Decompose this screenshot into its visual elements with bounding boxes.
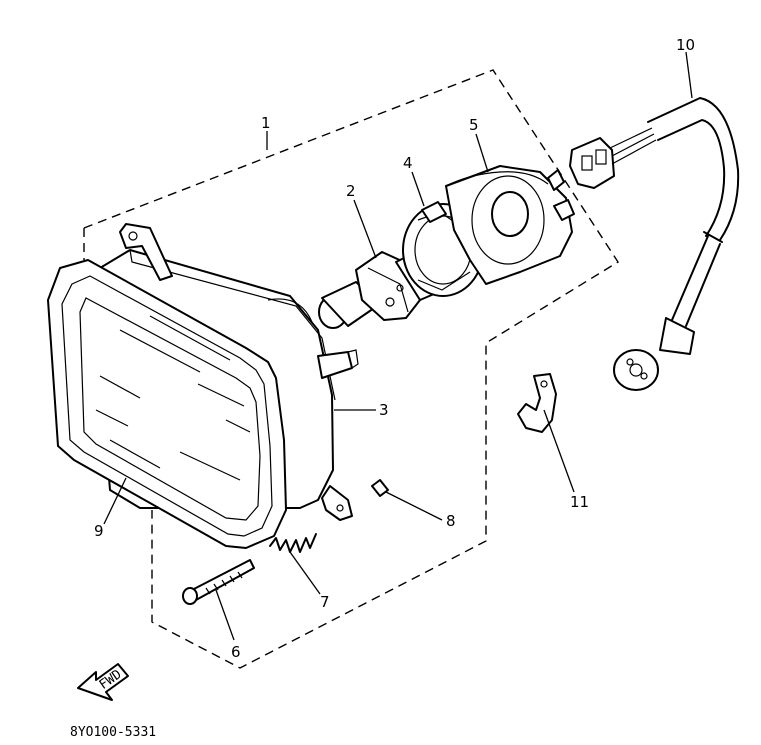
callout-4: 4 — [403, 154, 413, 172]
cable-clamp — [517, 373, 557, 433]
leader-8 — [385, 491, 443, 521]
callout-3: 3 — [379, 401, 389, 419]
leader-6 — [215, 589, 235, 641]
callout-7: 7 — [320, 593, 330, 611]
leader-2 — [353, 199, 377, 259]
wire-harness — [569, 97, 740, 391]
spring — [269, 533, 317, 553]
leader-7 — [289, 551, 321, 595]
leader-10 — [685, 51, 693, 99]
callout-6: 6 — [231, 643, 241, 661]
leader-9 — [103, 477, 127, 525]
callout-1: 1 — [261, 114, 271, 132]
socket-cover — [445, 165, 575, 285]
assembly-boundary — [83, 69, 619, 669]
callout-9: 9 — [94, 522, 104, 540]
nut-clip — [371, 479, 389, 497]
leader-11 — [543, 409, 575, 493]
drawing-code: 8YO100-5331 — [70, 725, 156, 740]
lens-detail — [95, 315, 251, 481]
forward-arrow-icon: FWD — [77, 663, 129, 701]
leader-5 — [475, 133, 489, 173]
callout-8: 8 — [446, 512, 456, 530]
callout-2: 2 — [346, 182, 356, 200]
adjusting-screw — [182, 559, 255, 605]
callout-5: 5 — [469, 116, 479, 134]
callout-11: 11 — [570, 493, 589, 511]
headlight-rim — [47, 259, 287, 549]
callout-10: 10 — [676, 36, 695, 54]
leader-4 — [411, 171, 425, 207]
